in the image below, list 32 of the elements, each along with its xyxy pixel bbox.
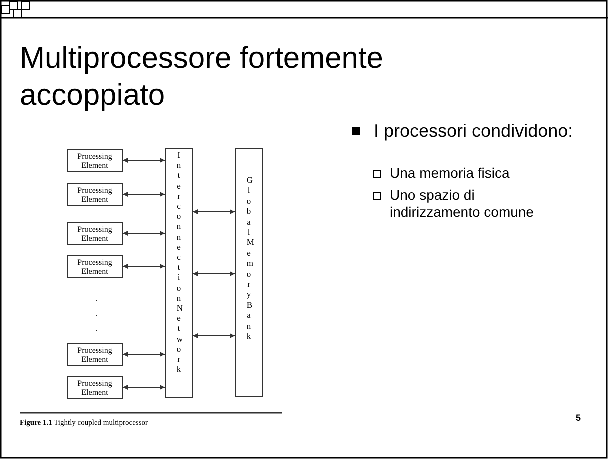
bullet-text: Uno spazio di indirizzamento comune	[390, 187, 534, 220]
box-label: Processing Element	[76, 258, 114, 276]
arrow	[122, 264, 166, 269]
arrow	[122, 385, 166, 390]
arrow	[192, 210, 236, 214]
ellipsis-dot: .	[96, 294, 99, 303]
memory-bank-box	[235, 148, 263, 397]
arrow	[122, 158, 166, 163]
vertical-label: Interconnection Network	[176, 149, 182, 376]
processing-element-box	[67, 183, 123, 206]
arrow	[122, 352, 166, 357]
slide-title: Multiprocessore fortemente accoppiato	[20, 41, 384, 114]
box-label: Processing Element	[76, 378, 114, 396]
page-number: 5	[576, 413, 582, 423]
processing-element-box	[67, 255, 123, 278]
arrow	[192, 272, 236, 276]
arrow	[192, 334, 236, 338]
bullet-text: Una memoria fisica	[390, 165, 510, 181]
box-label: Processing Element	[76, 346, 114, 364]
processing-element-box	[67, 149, 123, 172]
ellipsis-dot: .	[96, 309, 99, 318]
arrow	[122, 231, 166, 236]
arrow	[122, 192, 166, 197]
box-label: Processing Element	[76, 186, 114, 204]
processing-element-box	[67, 343, 123, 366]
processing-element-box	[67, 376, 123, 399]
box-label: Processing Element	[76, 224, 114, 242]
box-label: Processing Element	[76, 152, 114, 170]
ellipsis-dot: .	[96, 324, 99, 333]
processing-element-box	[67, 222, 123, 245]
bullet-text: I processori condividono:	[374, 121, 574, 141]
network-box	[165, 148, 193, 398]
